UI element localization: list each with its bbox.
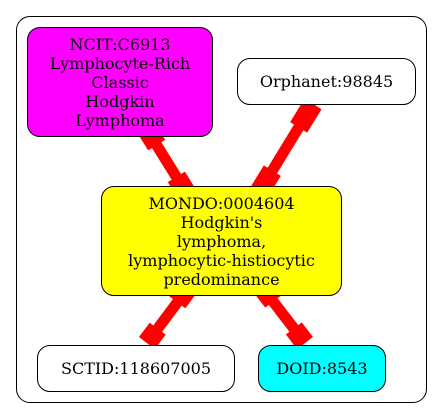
cluster-box [16,16,427,403]
node-orphanet-line-1: Orphanet:98845 [259,72,394,91]
edge-mondo-ncit [137,122,196,200]
node-mondo: MONDO:0004604 Hodgkin's lymphoma, lympho… [101,186,342,296]
node-ncit-line-4: Hodgkin [85,91,155,111]
node-ncit: NCIT:C6913 Lymphocyte-Rich Classic Hodgk… [27,27,213,137]
node-ncit-line-1: NCIT:C6913 [69,34,171,54]
node-mondo-line-5: predominance [163,269,280,289]
edge-end-segment [138,322,166,349]
node-sctid: SCTID:118607005 [37,345,235,392]
edge-mondo-orphanet [249,98,322,200]
node-mondo-line-4: lymphocytic-histiocytic [128,250,315,270]
edge-end-segment [290,98,322,133]
edge-end-segment [285,322,313,350]
node-ncit-line-2: Lymphocyte-Rich [49,53,191,73]
node-doid: DOID:8543 [258,345,386,392]
edge-mondo-sctid [138,282,197,349]
node-ncit-line-5: Lymphoma [75,110,165,130]
node-mondo-line-2: Hodgkin's [180,212,263,232]
node-mondo-line-3: lymphoma, [176,231,267,251]
node-mondo-line-1: MONDO:0004604 [148,193,295,213]
node-sctid-line-1: SCTID:118607005 [60,359,212,378]
node-ncit-line-3: Classic [91,72,149,92]
node-orphanet: Orphanet:98845 [237,58,416,105]
node-doid-line-1: DOID:8543 [276,359,368,378]
